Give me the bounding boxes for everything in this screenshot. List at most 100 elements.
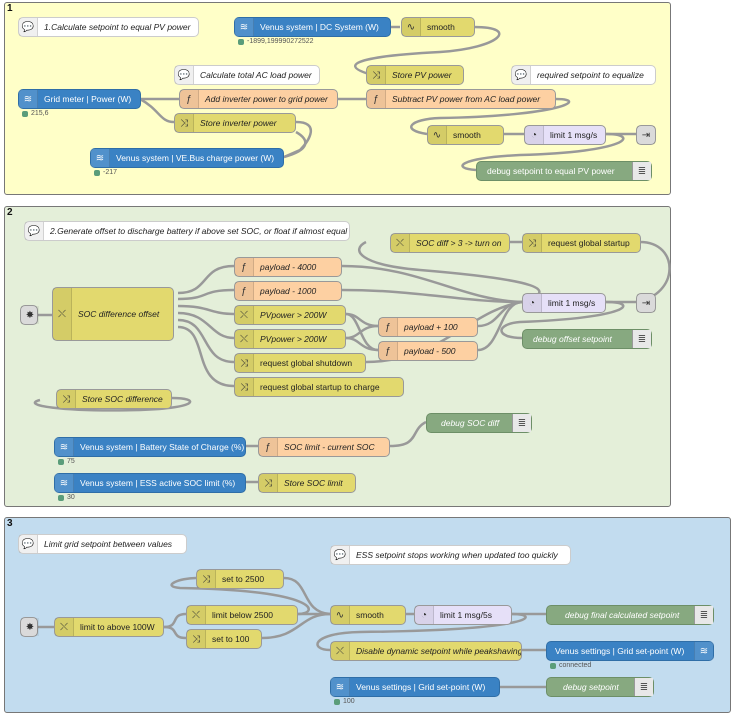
node-set-to-2500[interactable]: ⤨ set to 2500	[196, 569, 284, 589]
node-payload-plus-100[interactable]: ƒ payload + 100	[378, 317, 478, 337]
node-store-inverter-power[interactable]: ⤨ Store inverter power	[174, 113, 296, 133]
switch-icon: ⤬	[53, 288, 72, 340]
smooth-icon: ∿	[428, 126, 447, 144]
smooth-icon: ∿	[331, 606, 350, 624]
group-label: 1	[7, 3, 13, 14]
link-out-node-2[interactable]: ⇥	[636, 293, 656, 313]
node-grid-meter[interactable]: ≋ Grid meter | Power (W)	[18, 89, 141, 109]
comment-icon: 💬	[19, 18, 38, 36]
status-grid-meter: 215,6	[22, 110, 49, 117]
node-limit-1-msg-s-2[interactable]: ◔ limit 1 msg/s	[522, 293, 606, 313]
status-venus-vebus: -217	[94, 169, 117, 176]
function-icon: ƒ	[180, 90, 199, 108]
comment-total-ac-load[interactable]: 💬 Calculate total AC load power	[174, 65, 320, 85]
wave-icon: ≋	[55, 474, 74, 492]
wave-icon: ≋	[91, 149, 110, 167]
comment-calculate-setpoint[interactable]: 💬 1.Calculate setpoint to equal PV power	[18, 17, 199, 37]
node-payload-4000[interactable]: ƒ payload - 4000	[234, 257, 342, 277]
comment-limit-grid-setpoint[interactable]: 💬 Limit grid setpoint between values	[18, 534, 187, 554]
switch-icon: ⤬	[235, 330, 254, 348]
node-limit-1-msg-5s[interactable]: ◔ limit 1 msg/5s	[414, 605, 512, 625]
node-venus-ess-soc-limit[interactable]: ≋ Venus system | ESS active SOC limit (%…	[54, 473, 246, 493]
node-disable-dynamic-setpoint[interactable]: ⤬ Disable dynamic setpoint while peaksha…	[330, 641, 522, 661]
function-icon: ƒ	[259, 438, 278, 456]
node-request-global-shutdown[interactable]: ⤨ request global shutdown	[234, 353, 366, 373]
debug-icon: ≣	[512, 414, 531, 432]
comment-ess-setpoint[interactable]: 💬 ESS setpoint stops working when update…	[330, 545, 571, 565]
change-icon: ⤨	[57, 390, 76, 408]
node-subtract-pv-power[interactable]: ƒ Subtract PV power from AC load power	[366, 89, 556, 109]
node-limit-above-100w[interactable]: ⤬ limit to above 100W	[54, 617, 164, 637]
debug-icon: ≣	[632, 162, 651, 180]
function-icon: ƒ	[235, 258, 254, 276]
node-limit-1-msg-s[interactable]: ◔ limit 1 msg/s	[524, 125, 606, 145]
node-debug-setpoint[interactable]: debug setpoint ≣	[546, 677, 654, 697]
function-icon: ƒ	[379, 318, 398, 336]
inject-icon: ✸	[21, 618, 39, 636]
node-request-startup-charge[interactable]: ⤨ request global startup to charge	[234, 377, 404, 397]
function-icon: ƒ	[235, 282, 254, 300]
node-venus-battery-soc[interactable]: ≋ Venus system | Battery State of Charge…	[54, 437, 246, 457]
comment-generate-offset[interactable]: 💬 2.Generate offset to discharge battery…	[24, 221, 350, 241]
debug-icon: ≣	[634, 678, 653, 696]
node-debug-offset-setpoint[interactable]: debug offset setpoint ≣	[522, 329, 652, 349]
node-smooth-2[interactable]: ∿ smooth	[427, 125, 504, 145]
change-icon: ⤨	[235, 354, 254, 372]
node-debug-final-setpoint[interactable]: debug final calculated setpoint ≣	[546, 605, 714, 625]
node-add-inverter-power[interactable]: ƒ Add inverter power to grid power	[179, 89, 338, 109]
link-out-icon: ⇥	[637, 126, 655, 144]
wave-icon: ≋	[19, 90, 38, 108]
inject-icon: ✸	[21, 306, 39, 324]
change-icon: ⤨	[367, 66, 386, 84]
change-icon: ⤨	[197, 570, 216, 588]
node-pvpower-200-a[interactable]: ⤬ PVpower > 200W	[234, 305, 346, 325]
function-icon: ƒ	[379, 342, 398, 360]
node-venus-dc-system[interactable]: ≋ Venus system | DC System (W)	[234, 17, 391, 37]
change-icon: ⤨	[175, 114, 194, 132]
comment-icon: 💬	[331, 546, 350, 564]
status-venus-settings-out: connected	[550, 662, 591, 669]
comment-icon: 💬	[19, 535, 38, 553]
node-venus-settings-in[interactable]: ≋ Venus settings | Grid set-point (W)	[330, 677, 500, 697]
node-payload-500[interactable]: ƒ payload - 500	[378, 341, 478, 361]
comment-icon: 💬	[175, 66, 194, 84]
link-out-node-1[interactable]: ⇥	[636, 125, 656, 145]
inject-node-2[interactable]: ✸	[20, 305, 39, 325]
status-venus-settings-in: 100	[334, 698, 355, 705]
switch-icon: ⤬	[391, 234, 410, 252]
switch-icon: ⤬	[187, 606, 206, 624]
delay-icon: ◔	[525, 126, 544, 144]
change-icon: ⤨	[259, 474, 278, 492]
node-soc-limit-minus-current[interactable]: ƒ SOC limit - current SOC	[258, 437, 390, 457]
status-venus-dc: -1899,199990272522	[238, 38, 314, 45]
node-set-to-100[interactable]: ⤨ set to 100	[186, 629, 262, 649]
wave-icon: ≋	[55, 438, 74, 456]
node-limit-below-2500[interactable]: ⤬ limit below 2500	[186, 605, 298, 625]
node-store-pv-power[interactable]: ⤨ Store PV power	[366, 65, 464, 85]
change-icon: ⤨	[235, 378, 254, 396]
status-venus-battery: 75	[58, 458, 75, 465]
node-venus-vebus[interactable]: ≋ Venus system | VE.Bus charge power (W)	[90, 148, 284, 168]
wave-icon: ≋	[694, 642, 713, 660]
node-smooth-1[interactable]: ∿ smooth	[401, 17, 475, 37]
node-payload-1000[interactable]: ƒ payload - 1000	[234, 281, 342, 301]
node-debug-setpoint-pv[interactable]: debug setpoint to equal PV power ≣	[476, 161, 652, 181]
node-soc-difference-offset[interactable]: ⤬ SOC difference offset	[52, 287, 174, 341]
node-pvpower-200-b[interactable]: ⤬ PVpower > 200W	[234, 329, 346, 349]
delay-icon: ◔	[523, 294, 542, 312]
node-store-soc-limit[interactable]: ⤨ Store SOC limit	[258, 473, 356, 493]
switch-icon: ⤬	[331, 642, 350, 660]
inject-node-3[interactable]: ✸	[20, 617, 39, 637]
node-store-soc-difference[interactable]: ⤨ Store SOC difference	[56, 389, 172, 409]
node-debug-soc-diff[interactable]: debug SOC diff ≣	[426, 413, 532, 433]
delay-icon: ◔	[415, 606, 434, 624]
change-icon: ⤨	[187, 630, 206, 648]
comment-required-setpoint[interactable]: 💬 required setpoint to equalize	[511, 65, 656, 85]
node-venus-settings-out[interactable]: Venus settings | Grid set-point (W) ≋	[546, 641, 714, 661]
link-out-icon: ⇥	[637, 294, 655, 312]
group-label: 2	[7, 207, 13, 218]
node-soc-diff-3[interactable]: ⤬ SOC diff > 3 -> turn on	[390, 233, 510, 253]
wave-icon: ≋	[235, 18, 254, 36]
node-smooth-3[interactable]: ∿ smooth	[330, 605, 406, 625]
node-request-global-startup[interactable]: ⤨ request global startup	[522, 233, 641, 253]
